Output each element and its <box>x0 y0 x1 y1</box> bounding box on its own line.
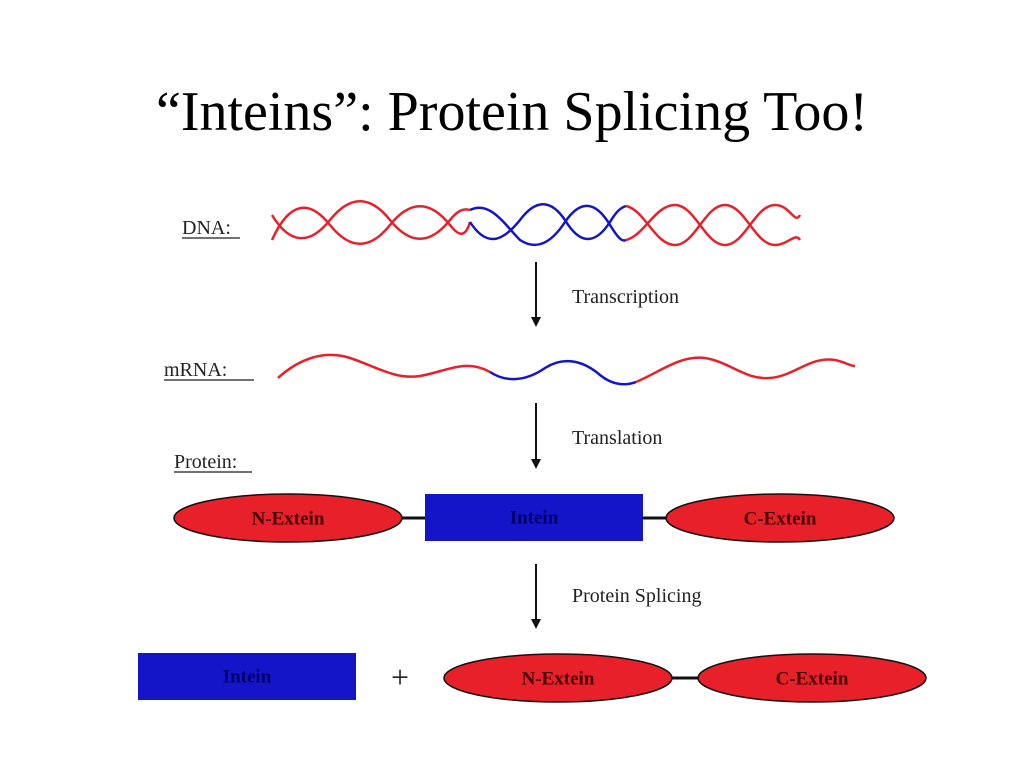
dna-strand-blue-b <box>470 204 626 239</box>
free-intein-label: Intein <box>223 666 272 687</box>
mrna-red-right <box>636 358 855 382</box>
dna-label: DNA: <box>182 217 231 239</box>
transcription-label: Transcription <box>572 286 679 308</box>
plus-sign: + <box>391 659 409 695</box>
intein-label: Intein <box>510 507 559 528</box>
mrna-blue <box>490 361 636 384</box>
splicing-label: Protein Splicing <box>572 585 701 607</box>
protein-label: Protein: <box>174 451 237 473</box>
c-extein-label: C-Extein <box>744 508 817 529</box>
ligated-n-extein-label: N-Extein <box>522 668 595 689</box>
ligated-c-extein-label: C-Extein <box>776 668 849 689</box>
protein-precursor: N-Extein Intein C-Extein <box>174 494 894 542</box>
mrna-label: mRNA: <box>164 359 227 381</box>
mrna-red-left <box>278 355 490 378</box>
mrna-strand <box>278 355 855 384</box>
dna-helix <box>272 201 800 245</box>
n-extein-label: N-Extein <box>252 508 325 529</box>
splicing-products: Intein + N-Extein C-Extein <box>138 653 926 702</box>
translation-label: Translation <box>572 427 662 449</box>
